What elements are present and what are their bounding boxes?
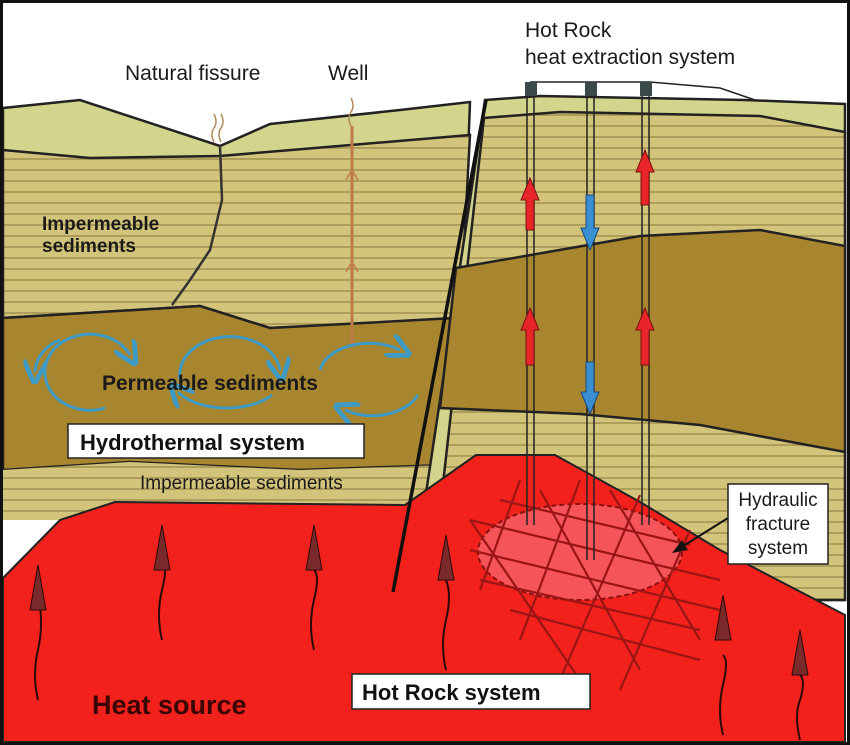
label-hydraulic: Hydraulic <box>738 490 817 511</box>
label-impermeable-lower: Impermeable sediments <box>140 473 343 494</box>
label-hot-rock-system: Hot Rock system <box>362 680 541 705</box>
label-hot-rock-title: Hot Rock <box>525 19 612 42</box>
label-hydrothermal-system: Hydrothermal system <box>80 430 305 455</box>
label-impermeable-upper-2: sediments <box>42 236 136 257</box>
hot-rock-system-label-box <box>351 673 591 710</box>
hot-up-arrow-icon <box>635 306 655 366</box>
heat-flow-arrows <box>29 524 809 741</box>
label-permeable-sediments: Permeable sediments <box>102 372 318 395</box>
hot-up-arrow-icon <box>635 148 655 206</box>
heat-arrow-icon <box>153 524 171 641</box>
label-fracture: fracture <box>746 514 810 535</box>
well-steam-icon <box>348 97 354 127</box>
cold-down-arrow-icon <box>580 361 600 416</box>
cold-down-arrow-icon <box>580 194 600 252</box>
label-system: system <box>748 538 808 559</box>
hydraulic-pointer <box>679 517 729 549</box>
label-natural-fissure: Natural fissure <box>125 62 260 85</box>
convection-arrow-icon <box>178 335 280 380</box>
label-impermeable-upper: Impermeable <box>42 214 159 235</box>
hot-up-arrow-icon <box>520 176 540 231</box>
convection-arrow-icon <box>43 332 130 412</box>
natural-fissure <box>170 145 224 306</box>
convection-arrow-icon <box>318 343 400 371</box>
heat-arrow-icon <box>714 594 732 736</box>
hot-up-arrow-icon <box>520 306 540 366</box>
hydraulic-label-box <box>727 483 829 565</box>
heat-arrow-icon <box>29 564 47 701</box>
label-well: Well <box>328 62 368 85</box>
wellheads <box>525 82 652 96</box>
heat-arrow-icon <box>791 629 809 741</box>
hydrothermal-label-box <box>67 423 365 459</box>
label-heat-extraction-system: heat extraction system <box>525 46 735 69</box>
convection-arrows <box>35 332 420 416</box>
cold-water-arrows <box>580 194 600 416</box>
fault-line <box>391 99 488 593</box>
heat-arrow-icon <box>305 524 323 651</box>
convection-arrow-icon <box>178 392 273 410</box>
pointer-arrowhead-icon <box>672 540 688 553</box>
steam-icon <box>211 113 224 143</box>
convection-arrow-icon <box>35 338 61 372</box>
hot-water-arrows <box>520 148 655 366</box>
label-heat-source: Heat source <box>92 690 247 720</box>
convection-arrow-icon <box>345 394 420 416</box>
fracture-lines <box>469 479 721 691</box>
well-up-arrow-icon <box>345 168 359 273</box>
heat-arrow-icon <box>437 534 455 671</box>
